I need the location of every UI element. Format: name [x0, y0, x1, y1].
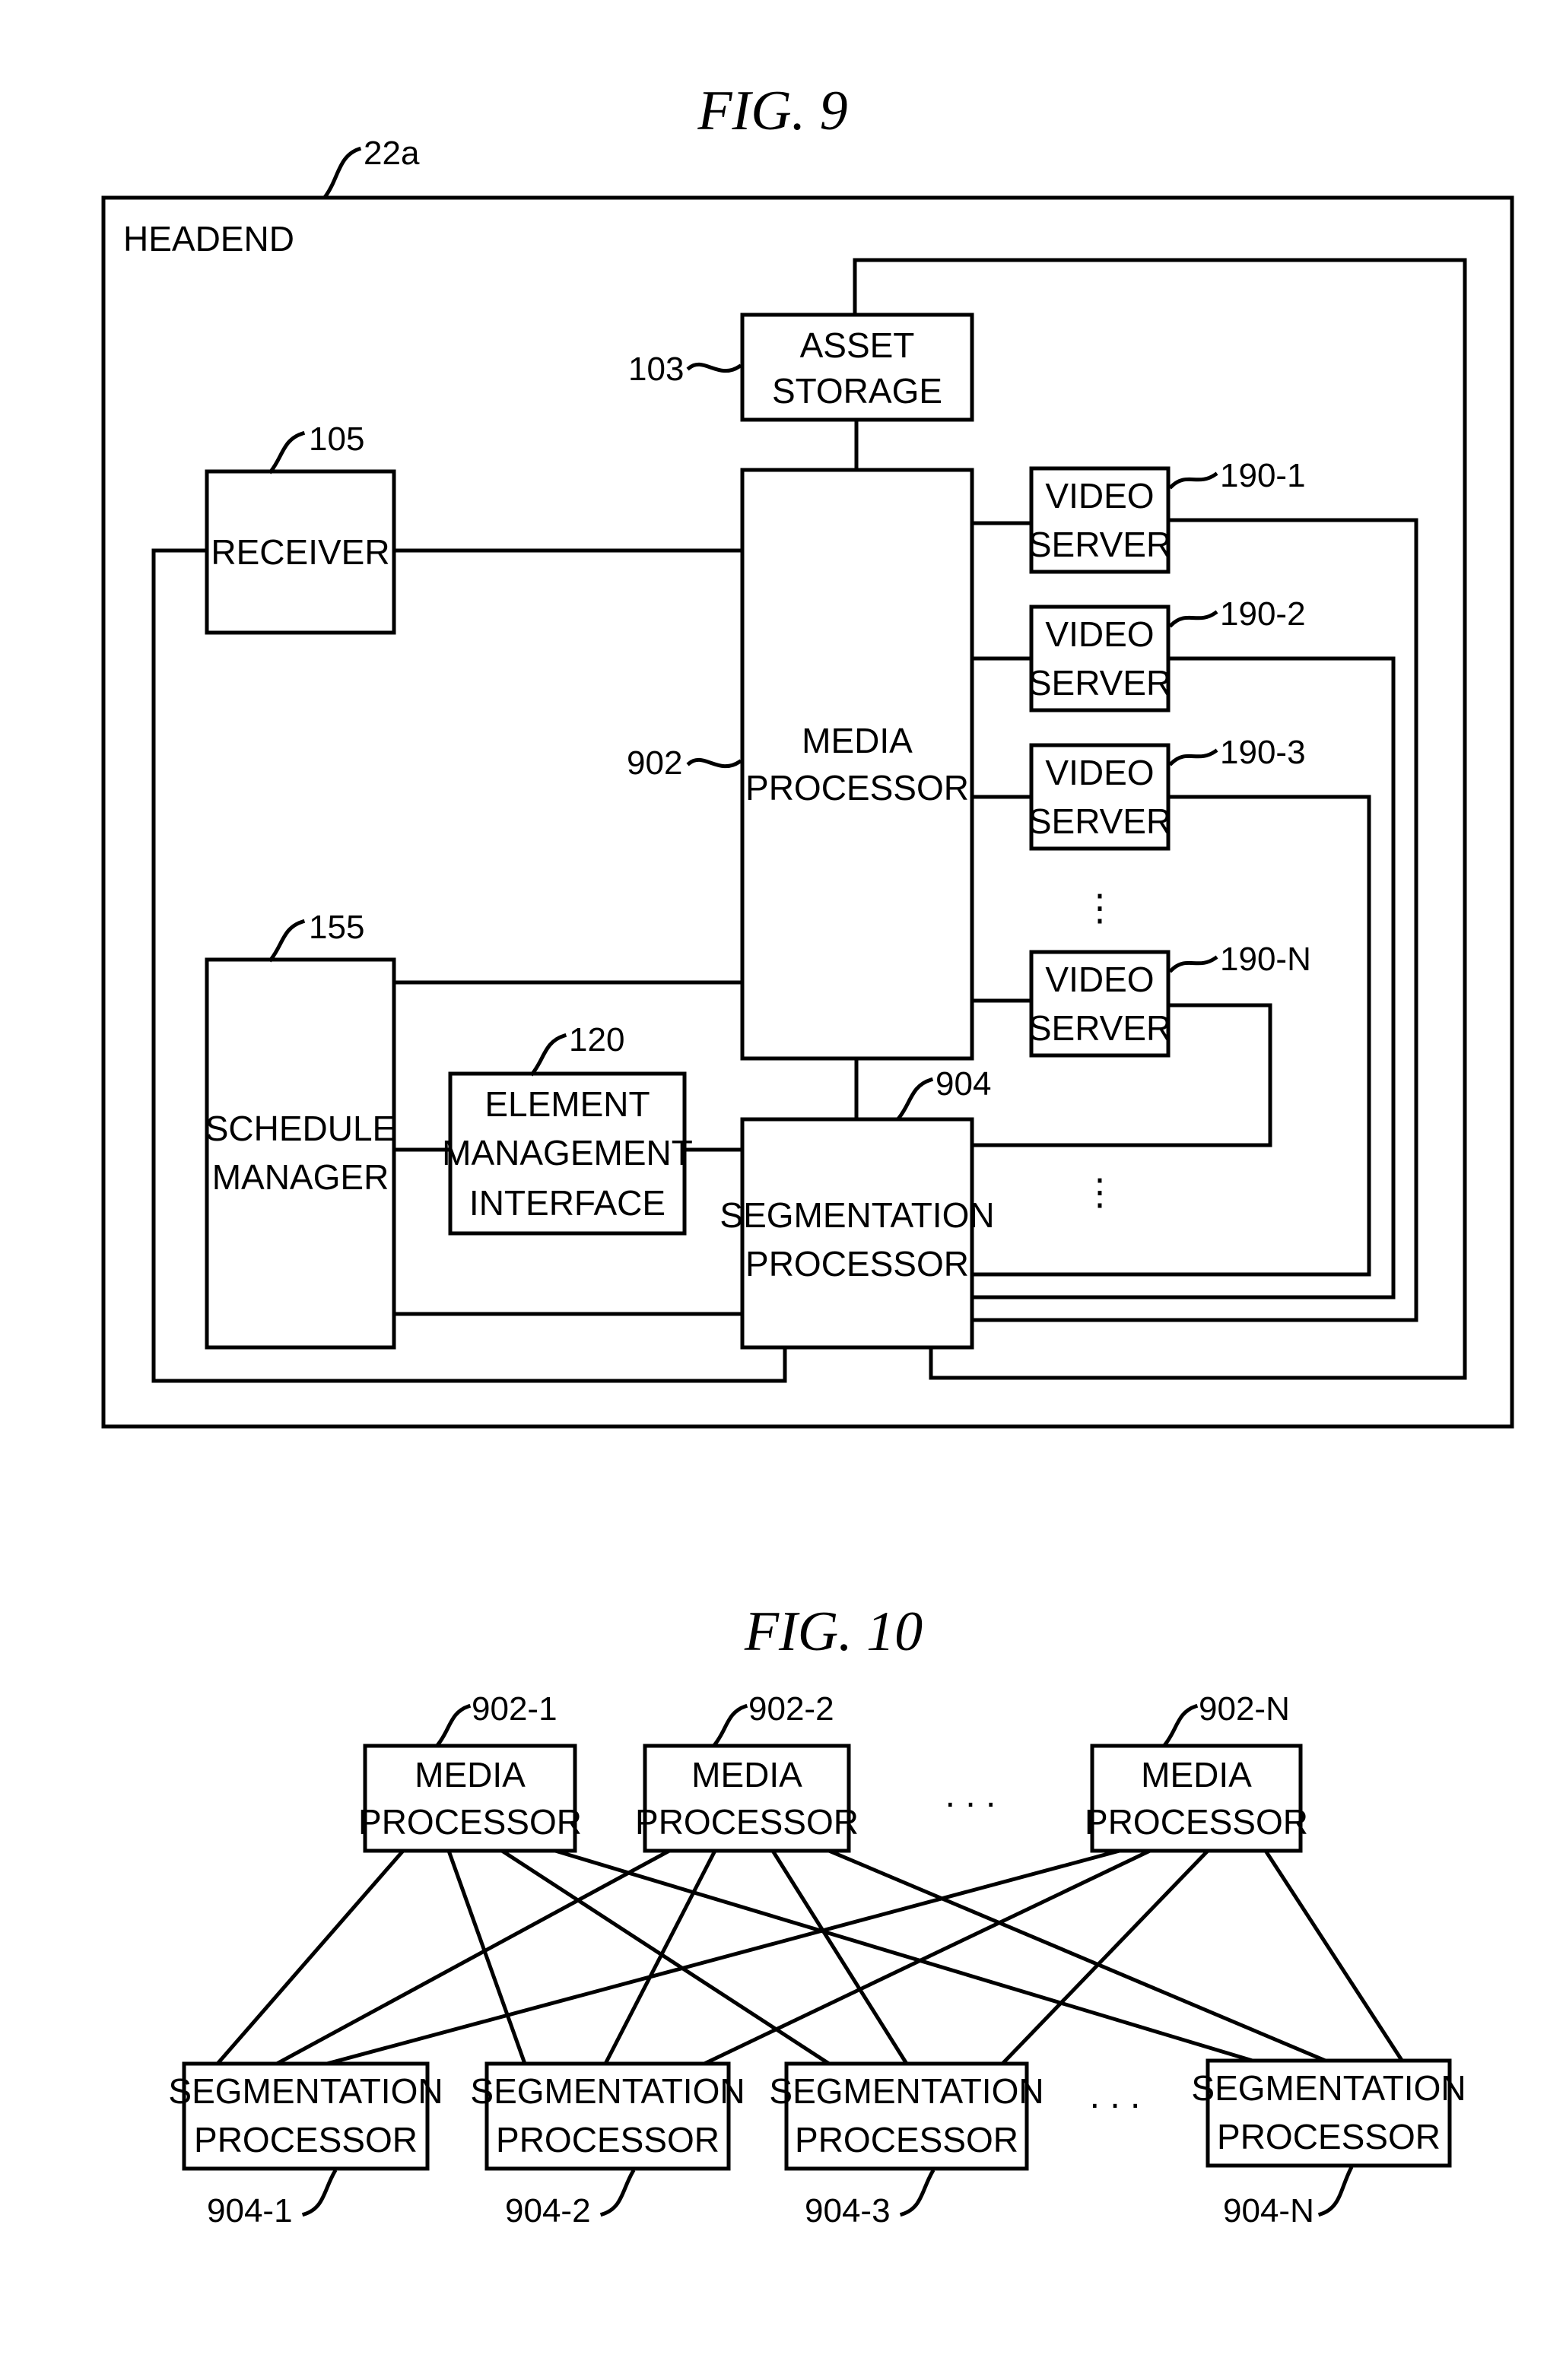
segmentation-processor-n-label-1: SEGMENTATION	[1191, 2068, 1466, 2108]
media-processor-label-2: PROCESSOR	[745, 768, 969, 808]
receiver-ref-leader	[271, 433, 303, 471]
segmentation-processor-3-label-1: SEGMENTATION	[769, 2071, 1044, 2111]
asset-storage-ref-leader	[689, 364, 739, 370]
segmentation-processor-1-label-2: PROCESSOR	[194, 2120, 418, 2159]
media-processor-1-ref: 902-1	[472, 1690, 557, 1728]
video-server-1-label-2: SERVER	[1028, 525, 1171, 564]
media-processor-n-ref: 902-N	[1199, 1690, 1290, 1728]
segmentation-processor-1-box: SEGMENTATION PROCESSOR	[168, 2064, 443, 2169]
media-processor-1-ref-leader	[438, 1706, 469, 1744]
media-processor-label-1: MEDIA	[802, 721, 913, 760]
asset-storage-box: ASSET STORAGE	[742, 315, 972, 420]
video-server-3-label-2: SERVER	[1028, 801, 1171, 841]
video-server-2-box: VIDEO SERVER	[1028, 607, 1171, 710]
headend-ref: 22a	[364, 135, 420, 172]
video-server-n-label-1: VIDEO	[1045, 960, 1154, 999]
media-processor-2-ref: 902-2	[748, 1690, 834, 1728]
media-processor-1-label-1: MEDIA	[415, 1755, 526, 1795]
segmentation-processor-3-box: SEGMENTATION PROCESSOR	[769, 2064, 1044, 2169]
media-processor-box: MEDIA PROCESSOR	[742, 470, 972, 1058]
segmentation-processor-2-ref-leader	[602, 2172, 633, 2214]
schedule-manager-box: SCHEDULE MANAGER	[205, 960, 396, 1347]
media-processor-1-label-2: PROCESSOR	[358, 1802, 582, 1842]
video-server-1-ref-leader	[1171, 474, 1215, 487]
media-processor-n-label-1: MEDIA	[1141, 1755, 1252, 1795]
video-server-n-label-2: SERVER	[1028, 1008, 1171, 1048]
headend-ref-leader	[326, 149, 359, 196]
segmentation-processor-label-2: PROCESSOR	[745, 1244, 969, 1284]
video-server-2-ref: 190-2	[1220, 595, 1306, 633]
receiver-box: RECEIVER	[207, 471, 394, 633]
asset-storage-label-1: ASSET	[800, 325, 915, 365]
headend-label: HEADEND	[123, 219, 294, 259]
segmentation-processor-3-ref-leader	[902, 2172, 932, 2214]
schedule-manager-label-2: MANAGER	[212, 1157, 389, 1197]
segmentation-processor-1-ref-leader	[304, 2172, 335, 2214]
asset-storage-ref: 103	[628, 351, 684, 388]
segmentation-processor-box: SEGMENTATION PROCESSOR	[719, 1119, 994, 1347]
segmentation-processor-n-ref: 904-N	[1223, 2192, 1314, 2229]
video-server-3-ref: 190-3	[1220, 734, 1306, 771]
segmentation-processor-2-ref: 904-2	[505, 2192, 591, 2229]
video-server-1-box: VIDEO SERVER	[1028, 468, 1171, 572]
video-server-1-label-1: VIDEO	[1045, 476, 1154, 516]
segmentation-processor-2-label-1: SEGMENTATION	[470, 2071, 745, 2111]
video-server-2-label-2: SERVER	[1028, 663, 1171, 703]
fig10-title: FIG. 10	[744, 1601, 923, 1663]
segmentation-processor-ref: 904	[936, 1065, 991, 1103]
segmentation-processor-n-box: SEGMENTATION PROCESSOR	[1191, 2061, 1466, 2166]
segmentation-processor-2-box: SEGMENTATION PROCESSOR	[470, 2064, 745, 2169]
receiver-label: RECEIVER	[211, 532, 389, 572]
segmentation-processor-3-ref: 904-3	[805, 2192, 891, 2229]
segmentation-processor-label-1: SEGMENTATION	[719, 1195, 994, 1235]
media-processor-n-ref-leader	[1165, 1706, 1196, 1744]
video-server-2-label-1: VIDEO	[1045, 614, 1154, 654]
media-processor-2-label-2: PROCESSOR	[635, 1802, 859, 1842]
video-server-2-ref-leader	[1171, 613, 1215, 625]
segmentation-processor-3-label-2: PROCESSOR	[795, 2120, 1018, 2159]
element-management-label-1: ELEMENT	[484, 1084, 650, 1124]
element-management-label-3: INTERFACE	[469, 1183, 665, 1223]
video-server-3-box: VIDEO SERVER	[1028, 745, 1171, 849]
media-processor-2-label-1: MEDIA	[691, 1755, 802, 1795]
element-management-box: ELEMENT MANAGEMENT INTERFACE	[442, 1074, 693, 1233]
element-management-ref-leader	[532, 1036, 564, 1074]
segmentation-processor-1-label-1: SEGMENTATION	[168, 2071, 443, 2111]
video-server-1-ref: 190-1	[1220, 457, 1306, 494]
video-server-3-ref-leader	[1171, 751, 1215, 763]
receiver-ref: 105	[309, 420, 364, 458]
video-server-n-box: VIDEO SERVER	[1028, 952, 1171, 1055]
media-processor-n-box: MEDIA PROCESSOR	[1085, 1746, 1308, 1851]
schedule-manager-ref: 155	[309, 909, 364, 946]
asset-storage-label-2: STORAGE	[772, 371, 942, 411]
element-management-label-2: MANAGEMENT	[442, 1133, 693, 1173]
segmentation-processor-2-label-2: PROCESSOR	[496, 2120, 719, 2159]
media-processor-1-box: MEDIA PROCESSOR	[358, 1746, 582, 1851]
media-processor-ref-leader	[689, 760, 739, 766]
schedule-manager-label-1: SCHEDULE	[205, 1109, 396, 1148]
segmentation-ellipsis: ⋮	[1082, 1173, 1118, 1213]
segmentation-processor-1-ref: 904-1	[207, 2192, 293, 2229]
media-processor-n-label-2: PROCESSOR	[1085, 1802, 1308, 1842]
media-processor-2-ref-leader	[715, 1706, 745, 1744]
element-management-ref: 120	[569, 1021, 624, 1058]
fig10-connections	[218, 1851, 1404, 2064]
video-server-ellipsis: ⋮	[1082, 888, 1118, 928]
media-processor-ellipsis: . . .	[945, 1775, 996, 1815]
media-processor-2-box: MEDIA PROCESSOR	[635, 1746, 859, 1851]
video-server-n-ref: 190-N	[1220, 941, 1311, 978]
segmentation-processor-n-label-2: PROCESSOR	[1217, 2117, 1441, 2156]
segmentation-processor-n-ref-leader	[1320, 2169, 1351, 2214]
fig9-title: FIG. 9	[697, 80, 847, 142]
video-server-3-label-1: VIDEO	[1045, 753, 1154, 792]
schedule-manager-ref-leader	[271, 922, 303, 960]
segmentation-processor-ellipsis: . . .	[1090, 2076, 1141, 2116]
segmentation-processor-ref-leader	[899, 1080, 931, 1118]
media-processor-ref: 902	[627, 744, 682, 782]
video-server-n-ref-leader	[1171, 958, 1215, 970]
